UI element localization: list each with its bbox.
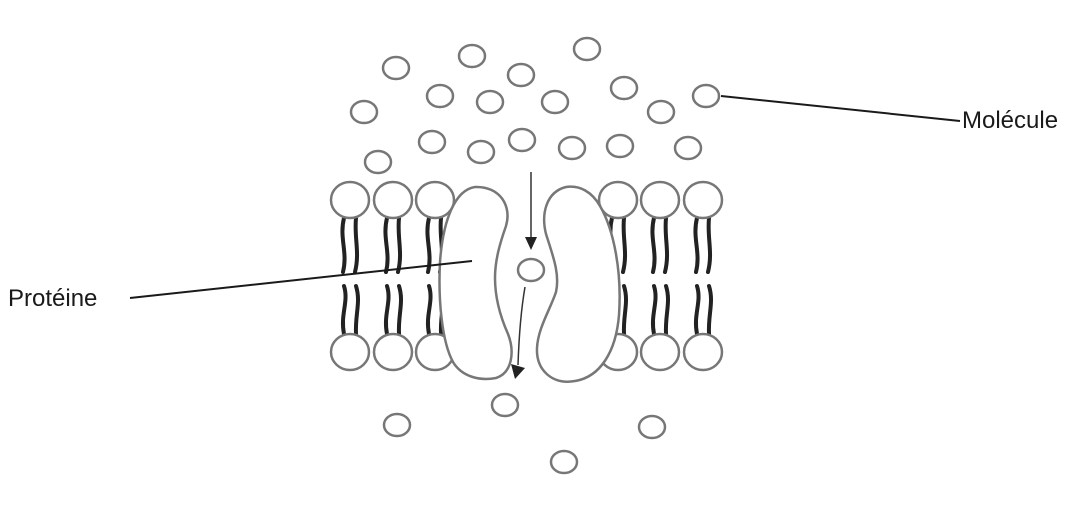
phospholipid-head	[374, 334, 412, 370]
molecule	[351, 101, 377, 123]
phospholipid-head	[416, 182, 454, 218]
lipid-tail	[653, 286, 656, 334]
lipid-tail	[342, 218, 344, 272]
phospholipid-head	[331, 182, 369, 218]
molecule-leader-line	[721, 96, 960, 121]
molecule	[468, 141, 494, 163]
molecule	[492, 394, 518, 416]
lipid-tail	[385, 218, 387, 272]
lipid-tail	[666, 286, 668, 334]
lipid-tail	[428, 286, 431, 334]
molecule	[551, 451, 577, 473]
molecule	[693, 85, 719, 107]
arrow-exit	[518, 287, 525, 365]
molecule	[427, 85, 453, 107]
protein-left-half	[440, 187, 512, 379]
molecule	[542, 91, 568, 113]
lipid-tail	[386, 286, 389, 334]
molecule	[518, 259, 544, 281]
phospholipid-head	[641, 334, 679, 370]
molecule	[508, 64, 534, 86]
molecule	[365, 151, 391, 173]
arrow-entry-head	[525, 237, 537, 250]
molecule	[611, 77, 637, 99]
lipid-tail	[399, 286, 401, 334]
molecules	[351, 38, 719, 473]
molecule	[459, 45, 485, 67]
lipid-tail	[709, 286, 711, 334]
phospholipid-head	[374, 182, 412, 218]
lipid-tail	[624, 286, 626, 334]
protein-label: Protéine	[8, 287, 97, 311]
molecule	[419, 131, 445, 153]
lipid-tail	[355, 218, 357, 272]
molecule	[383, 57, 409, 79]
arrow-exit-head	[511, 364, 525, 379]
protein-leader-line	[130, 261, 472, 298]
molecule	[607, 135, 633, 157]
lipid-tail	[623, 218, 625, 272]
molecule	[648, 101, 674, 123]
molecule	[559, 137, 585, 159]
molecule	[675, 137, 701, 159]
molecule	[509, 129, 535, 151]
lipid-tail	[427, 218, 429, 272]
lipid-tail	[398, 218, 400, 272]
molecule	[384, 414, 410, 436]
phospholipid-head	[641, 182, 679, 218]
lipid-tail	[343, 286, 346, 334]
molecule	[639, 416, 665, 438]
lipid-tail	[356, 286, 358, 334]
phospholipid-head	[684, 182, 722, 218]
channel-protein	[440, 187, 620, 382]
lipid-tail	[665, 218, 667, 272]
molecule	[574, 38, 600, 60]
lipid-tail	[652, 218, 654, 272]
molecule-label: Molécule	[962, 109, 1058, 133]
molecule	[477, 91, 503, 113]
lipid-tail	[708, 218, 710, 272]
lipid-tail	[696, 286, 699, 334]
phospholipid-head	[684, 334, 722, 370]
phospholipid-head	[331, 334, 369, 370]
lipid-tail	[695, 218, 697, 272]
